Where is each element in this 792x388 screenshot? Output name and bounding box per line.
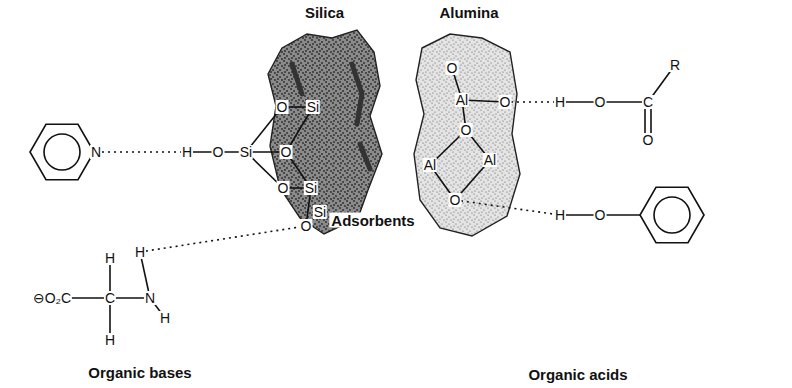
adsorbent-label: Adsorbents — [329, 213, 416, 228]
atom-symbol: O — [642, 133, 655, 147]
atom-symbol: H — [181, 145, 193, 159]
atom-symbol: Si — [306, 100, 320, 114]
adsorbent-name: Alumina — [410, 4, 528, 21]
atom-symbol: H — [104, 333, 116, 347]
atom-symbol: O — [499, 95, 512, 109]
atom-symbol: O — [594, 208, 607, 222]
atom-symbol: Si — [239, 145, 253, 159]
atom-symbol: O — [280, 145, 293, 159]
atom-symbol: H — [104, 251, 116, 265]
atom-symbol: O — [449, 193, 462, 207]
atom-symbol: N — [144, 291, 156, 305]
atom-symbol: N — [90, 145, 102, 159]
hydrogen-bond — [140, 226, 306, 252]
group-label: Organic bases — [86, 365, 193, 380]
group-label: Organic acids — [526, 367, 629, 382]
atom-symbol: Al — [455, 93, 469, 107]
atom-symbol: O — [460, 123, 473, 137]
atom-symbol: ⊖O₂C — [32, 291, 72, 305]
atom-symbol: Al — [423, 158, 437, 172]
atom-symbol: O — [212, 145, 225, 159]
atom-symbol: R — [669, 58, 681, 72]
atom-symbol: Si — [304, 181, 318, 195]
atom-symbol: H — [554, 95, 566, 109]
atom-symbol: O — [446, 61, 459, 75]
atom-symbol: Si — [313, 205, 327, 219]
atom-symbol: O — [594, 95, 607, 109]
atom-symbol: H — [554, 208, 566, 222]
aromatic-circle — [654, 197, 690, 233]
atom-symbol: C — [104, 291, 116, 305]
atom-symbol: Al — [483, 153, 497, 167]
particle-outline — [262, 4, 387, 236]
atom-symbol: O — [277, 181, 290, 195]
atom-symbol: H — [134, 245, 146, 259]
atom-symbol: H — [159, 311, 171, 325]
aromatic-circle — [44, 134, 80, 170]
silica-particle: Silica — [262, 4, 387, 236]
hydrogen-bond — [505, 101, 560, 103]
hydrogen-bond — [455, 200, 560, 215]
pyridine-ring — [30, 124, 94, 179]
benzene-ring — [640, 187, 704, 242]
atom-symbol: C — [642, 95, 654, 109]
atom-symbol: O — [300, 219, 313, 233]
atom-symbol: O — [276, 100, 289, 114]
hydrogen-bond — [96, 151, 187, 153]
adsorbent-name: Silica — [262, 4, 387, 21]
